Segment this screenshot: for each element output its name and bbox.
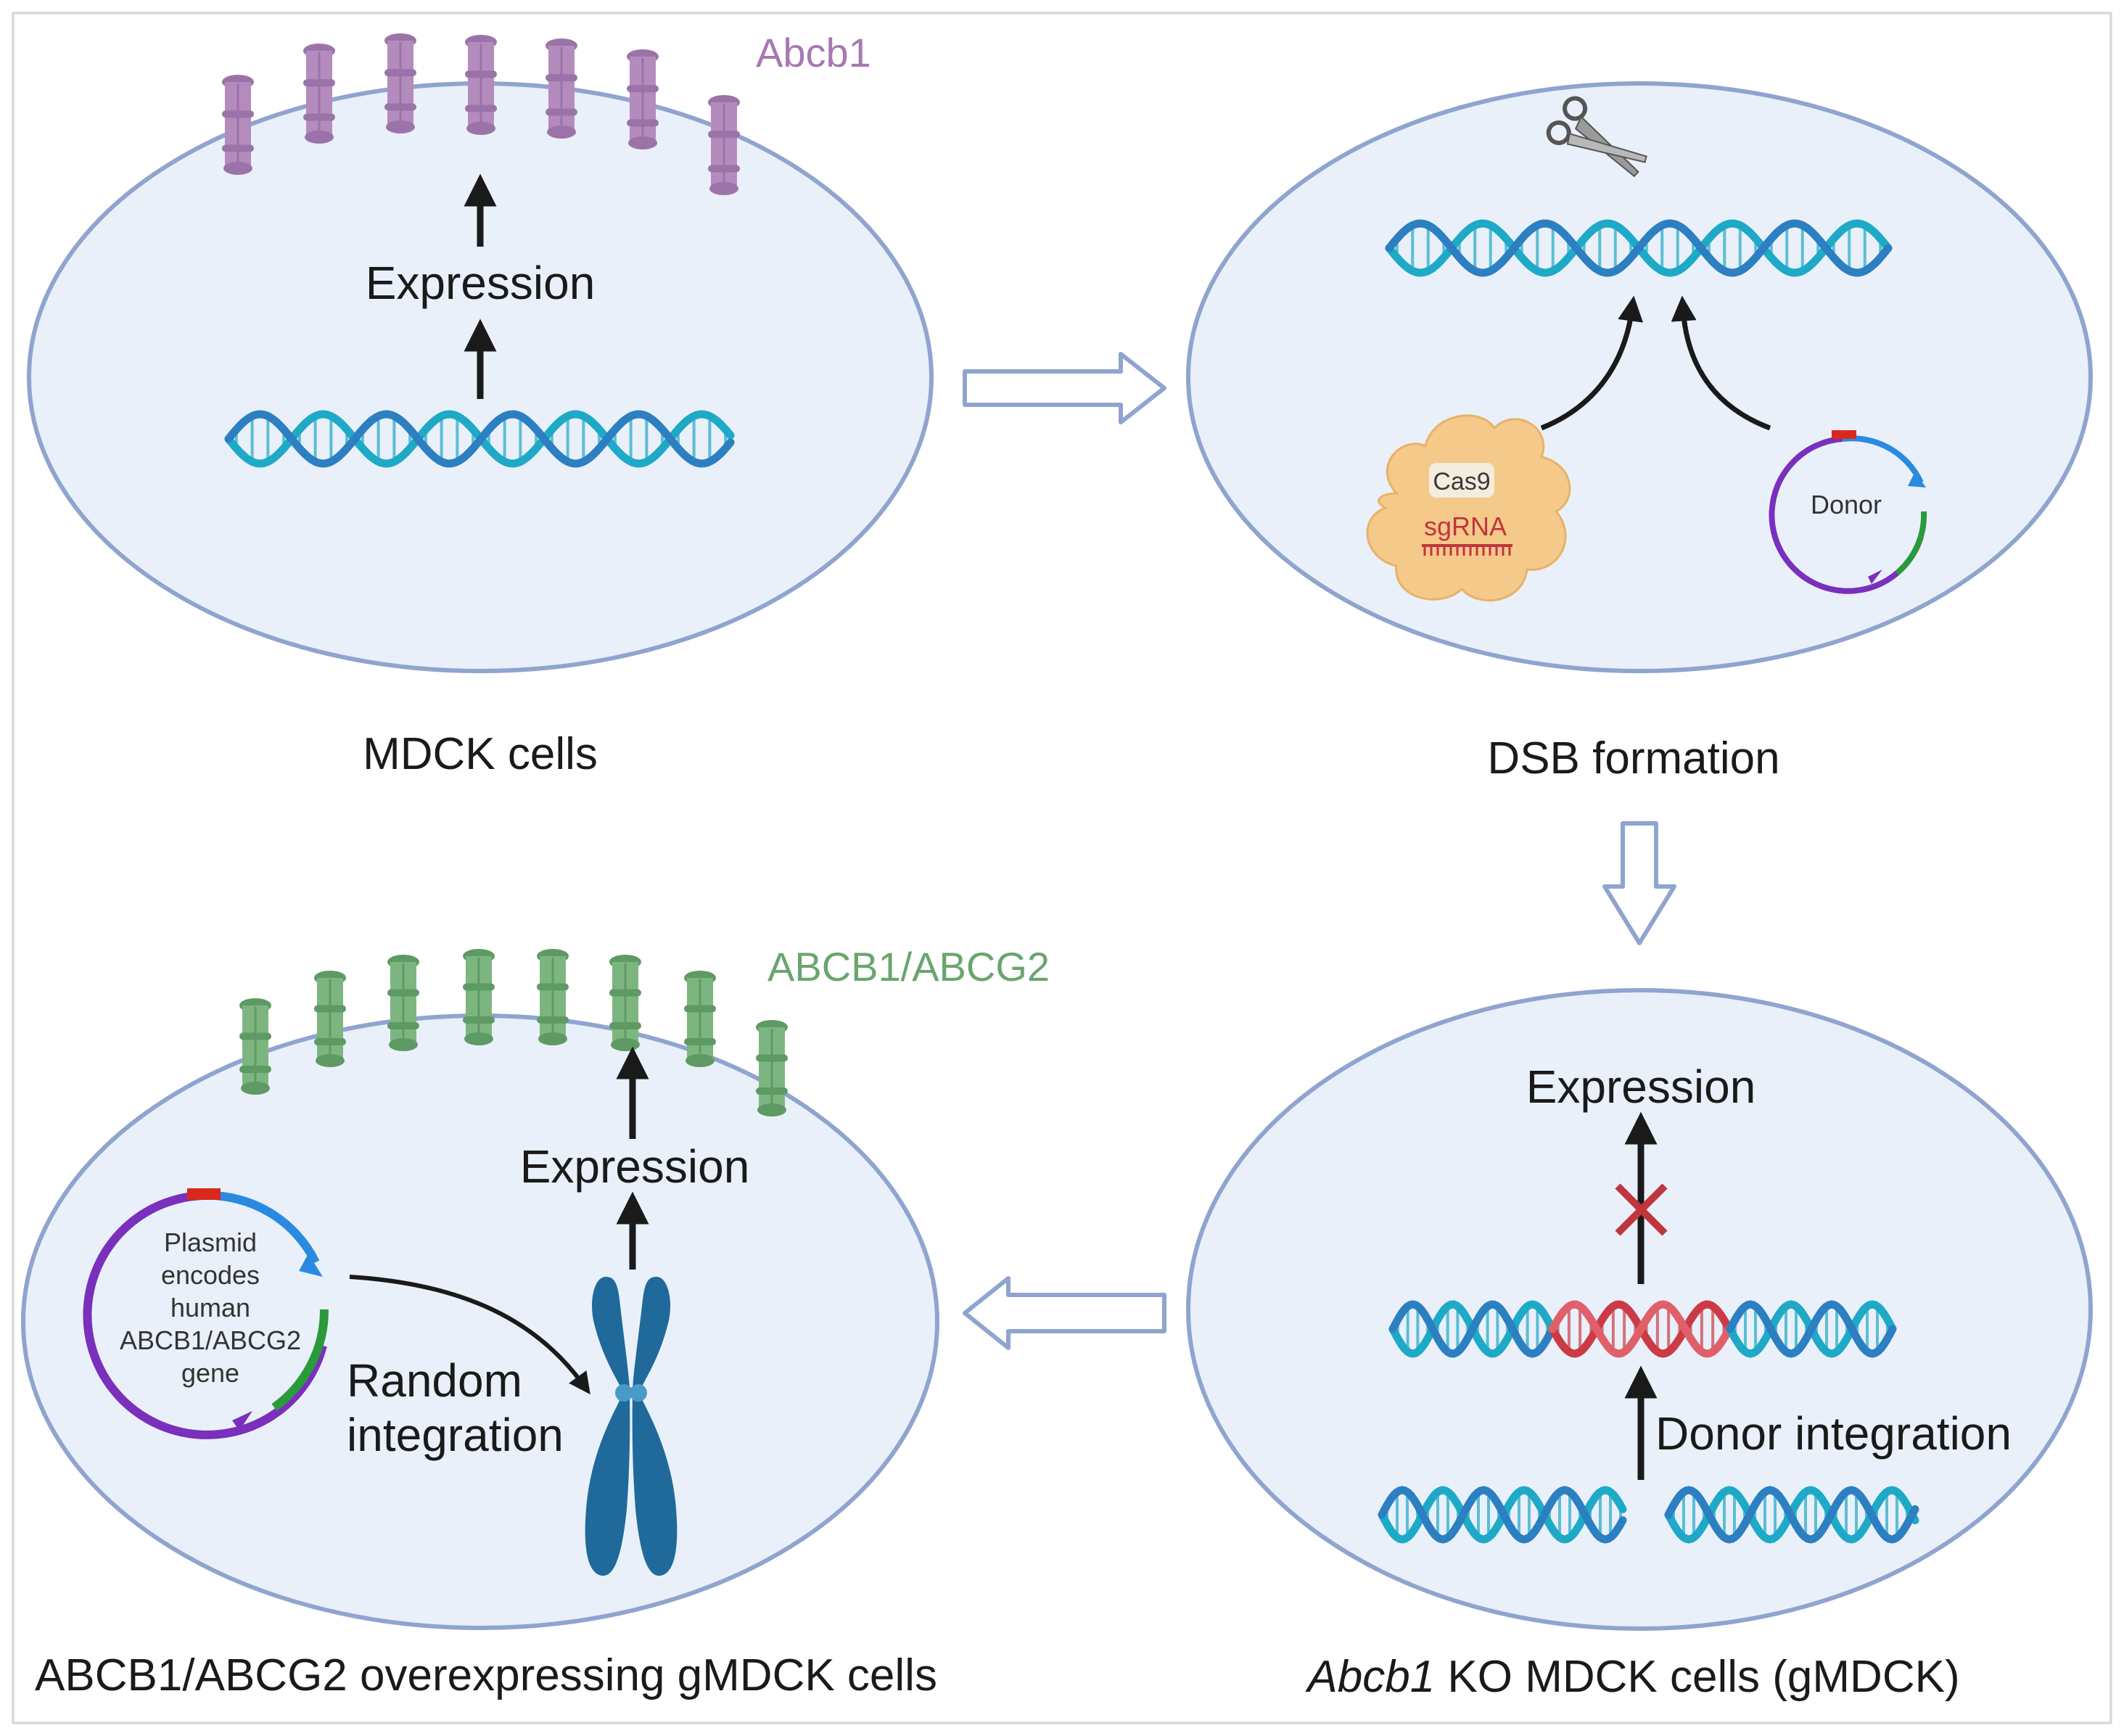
scissors-icon xyxy=(1546,96,1647,178)
cas9-tag xyxy=(1429,463,1494,498)
human-transporter xyxy=(609,955,641,1051)
caption-abcb1-ko: Abcb1 KO MDCK cells (gMDCK) xyxy=(1304,1652,1959,1702)
caption-overexpressing: ABCB1/ABCG2 overexpressing gMDCK cells xyxy=(35,1650,937,1700)
human-transporter xyxy=(684,971,716,1067)
donor-to-dna-arrow xyxy=(1671,295,1771,431)
abcb1-protein-group xyxy=(222,33,740,195)
donor-integration-label: Donor integration xyxy=(1655,1407,2012,1460)
caption-rest: KO MDCK cells (gMDCK) xyxy=(1435,1652,1959,1702)
human-transporter xyxy=(239,998,271,1095)
cas9-label: Cas9 xyxy=(1433,468,1490,495)
cell-membrane xyxy=(1186,988,2093,1631)
target-dna-strand-2 xyxy=(1385,219,1893,277)
plasmid-text-line-5: gene xyxy=(181,1358,239,1388)
cell-membrane xyxy=(1186,81,2093,673)
human-transporter xyxy=(463,949,495,1045)
abcb1-transporter xyxy=(303,44,335,144)
cut-dna-right xyxy=(1664,1486,1919,1544)
sgrna-label: sgRNA xyxy=(1424,511,1507,541)
panel-abcb1-ko: Expression Donor integration Abcb1 KO MD… xyxy=(1186,988,2093,1702)
sgrna-strand xyxy=(1422,544,1512,556)
plasmid-promoter xyxy=(187,1188,221,1200)
human-transporter-group xyxy=(239,949,788,1116)
expression-label: Expression xyxy=(1526,1061,1756,1113)
plasmid-promoter xyxy=(1832,430,1856,439)
caption-dsb-formation: DSB formation xyxy=(1487,733,1779,783)
abcb1-transporter xyxy=(708,95,740,195)
random-label-line-2: integration xyxy=(347,1409,564,1461)
caption-gene-italic: Abcb1 xyxy=(1304,1652,1435,1702)
cross-icon xyxy=(1615,1183,1668,1236)
abcb1-transporter xyxy=(384,33,416,133)
figure-frame xyxy=(12,12,2112,1724)
step-arrow-down xyxy=(1602,821,1676,945)
abcb1-transporter xyxy=(546,38,577,139)
cell-membrane xyxy=(21,1013,939,1630)
expression-label: Expression xyxy=(520,1140,750,1193)
plasmid-text-line-2: encodes xyxy=(161,1260,260,1290)
abcb1-label: Abcb1 xyxy=(756,30,871,75)
abcb1-transporter xyxy=(627,49,659,149)
donor-plasmid: Donor xyxy=(1769,430,1927,594)
abcb1-transporter xyxy=(465,35,497,135)
step-arrow-left xyxy=(963,1276,1166,1350)
panel-mdck-cells: Abcb1 Expression MDCK cells xyxy=(27,30,934,779)
flank-right-strand-2 xyxy=(1726,1300,1897,1358)
cut-right-strand-2 xyxy=(1664,1486,1919,1544)
human-gene-plasmid: Plasmid encodes human ABCB1/ABCG2 gene xyxy=(83,1188,329,1439)
integration-curve-arrow xyxy=(349,1275,590,1395)
panel-dsb-formation: Cas9 sgRNA Donor DSB formation xyxy=(1186,81,2093,783)
dna-helix xyxy=(224,410,735,468)
chromosome-icon xyxy=(585,1277,678,1576)
flank-left-strand-2 xyxy=(1388,1300,1557,1358)
cut-dna-left xyxy=(1378,1486,1627,1544)
human-transporter xyxy=(537,949,569,1045)
random-label-line-1: Random xyxy=(347,1354,522,1407)
plasmid-text-line-3: human xyxy=(170,1293,250,1322)
expression-label: Expression xyxy=(366,257,596,309)
abcb1-abcg2-label: ABCB1/ABCG2 xyxy=(767,944,1050,990)
plasmid-text-line-1: Plasmid xyxy=(164,1227,257,1257)
caption-mdck-cells: MDCK cells xyxy=(363,729,598,779)
dna-helix xyxy=(1385,219,1893,277)
donor-label: Donor xyxy=(1811,490,1882,519)
plasmid-text-line-4: ABCB1/ABCG2 xyxy=(120,1325,301,1355)
cas9-to-dna-arrow xyxy=(1540,295,1644,431)
panel-overexpressing: ABCB1/ABCG2 Expression Plasmid encodes h… xyxy=(21,944,1050,1700)
human-transporter xyxy=(314,971,346,1067)
mdck-dna-strand-2 xyxy=(224,410,735,468)
cas9-protein: Cas9 sgRNA xyxy=(1366,414,1571,601)
cut-left-strand-2 xyxy=(1378,1486,1627,1544)
donor-insert-strand-2 xyxy=(1548,1300,1734,1358)
human-transporter xyxy=(387,955,419,1051)
human-transporter xyxy=(756,1020,788,1116)
abcb1-transporter xyxy=(222,75,254,175)
step-arrow-right xyxy=(963,352,1166,424)
dna-with-donor-insert xyxy=(1388,1300,1897,1358)
